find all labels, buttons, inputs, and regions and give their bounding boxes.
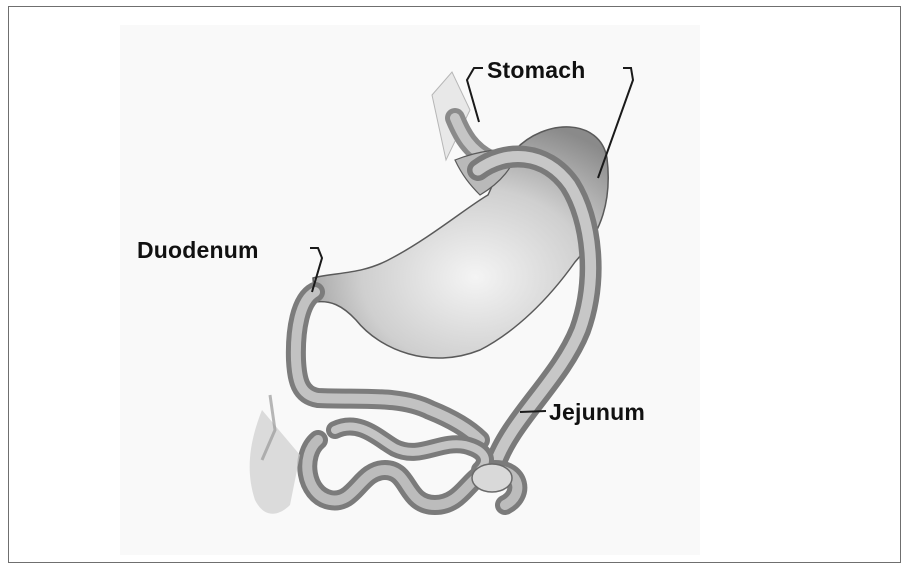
stomach-label: Stomach xyxy=(487,57,586,84)
duodenum-label: Duodenum xyxy=(137,237,259,264)
jejunum-label: Jejunum xyxy=(549,399,645,426)
jejunum-leader xyxy=(520,411,546,412)
